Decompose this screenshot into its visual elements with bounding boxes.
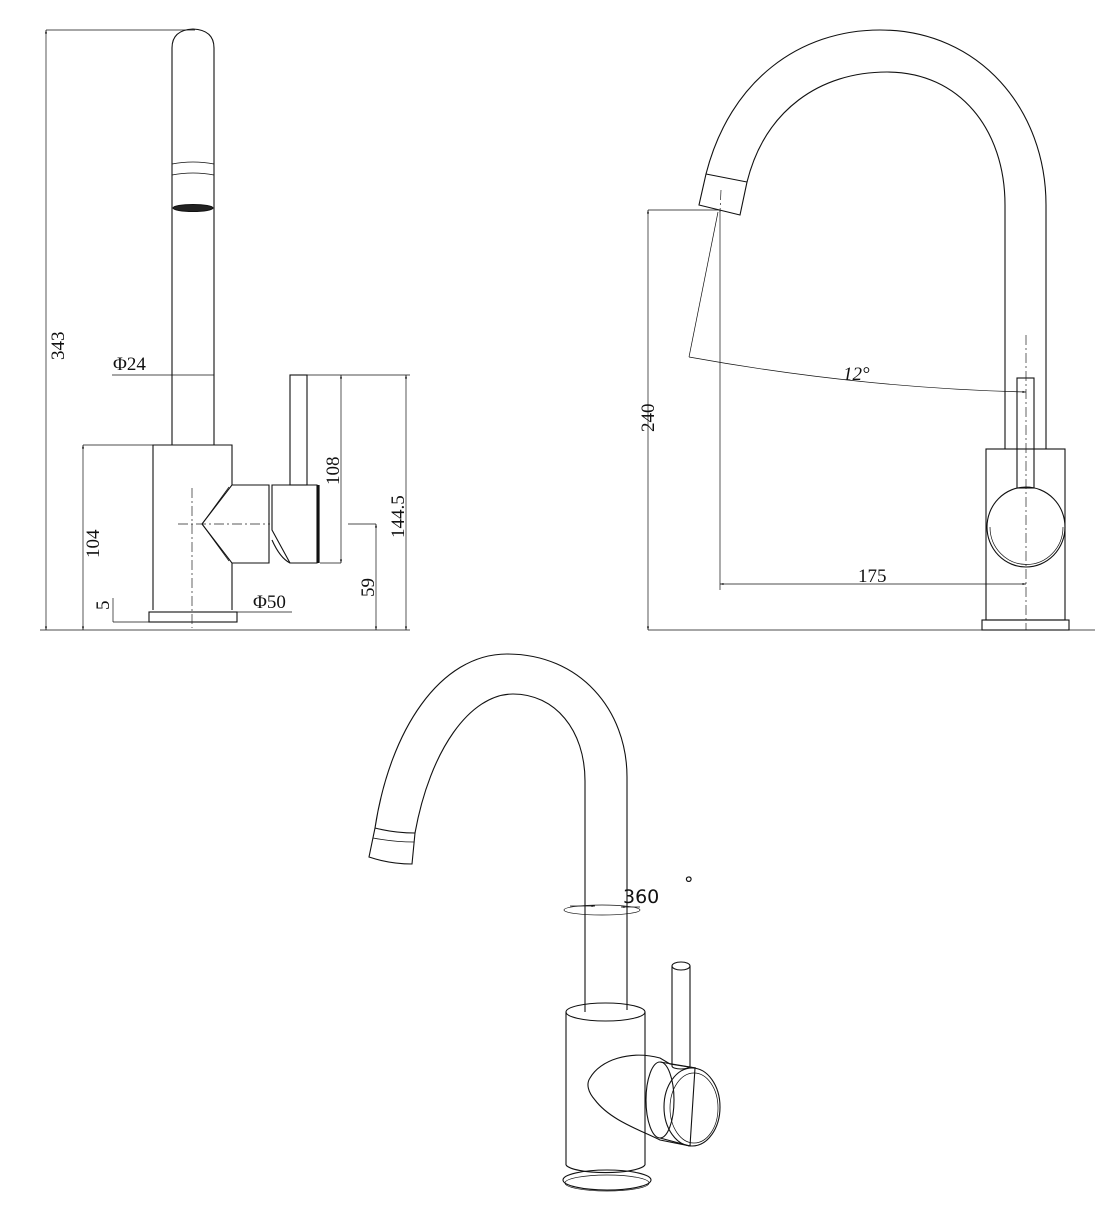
front-lever [1016,377,1035,489]
aerator-icon [172,204,214,212]
dim-base-diameter: Φ50 [253,592,286,613]
dim-outlet-height: 240 [638,404,659,433]
iso-lever [671,961,691,971]
dim-degree-symbol: ° [684,873,694,895]
dim-swivel-angle: 360 [623,886,659,908]
dim-lever-height: 108 [323,457,344,486]
front-dimensions: 240 175 12° [638,209,1095,631]
dim-lever-top-height: 144.5 [388,495,409,538]
dim-total-height: 343 [48,332,69,361]
dim-handle-center-height: 59 [358,578,379,597]
side-dimensions: 343 Φ24 104 108 144.5 59 5 Φ50 [40,29,410,631]
iso-base [562,1169,652,1191]
dim-spout-diameter: Φ24 [113,354,146,375]
side-view: 343 Φ24 104 108 144.5 59 5 Φ50 [40,28,410,631]
front-base [981,619,1070,631]
swivel-rotation-icon [563,904,641,916]
dim-body-height: 104 [83,529,104,558]
side-base [148,611,238,623]
front-faucet-outline [698,29,1070,631]
side-lever [289,374,308,486]
dim-outlet-angle: 12° [843,364,870,385]
side-faucet-outline [148,28,320,628]
dim-reach: 175 [858,566,887,587]
iso-handle [663,1067,721,1147]
dim-base-thickness: 5 [93,601,114,611]
front-view: 240 175 12° [638,29,1095,631]
iso-view: 360 ° [368,653,721,1192]
